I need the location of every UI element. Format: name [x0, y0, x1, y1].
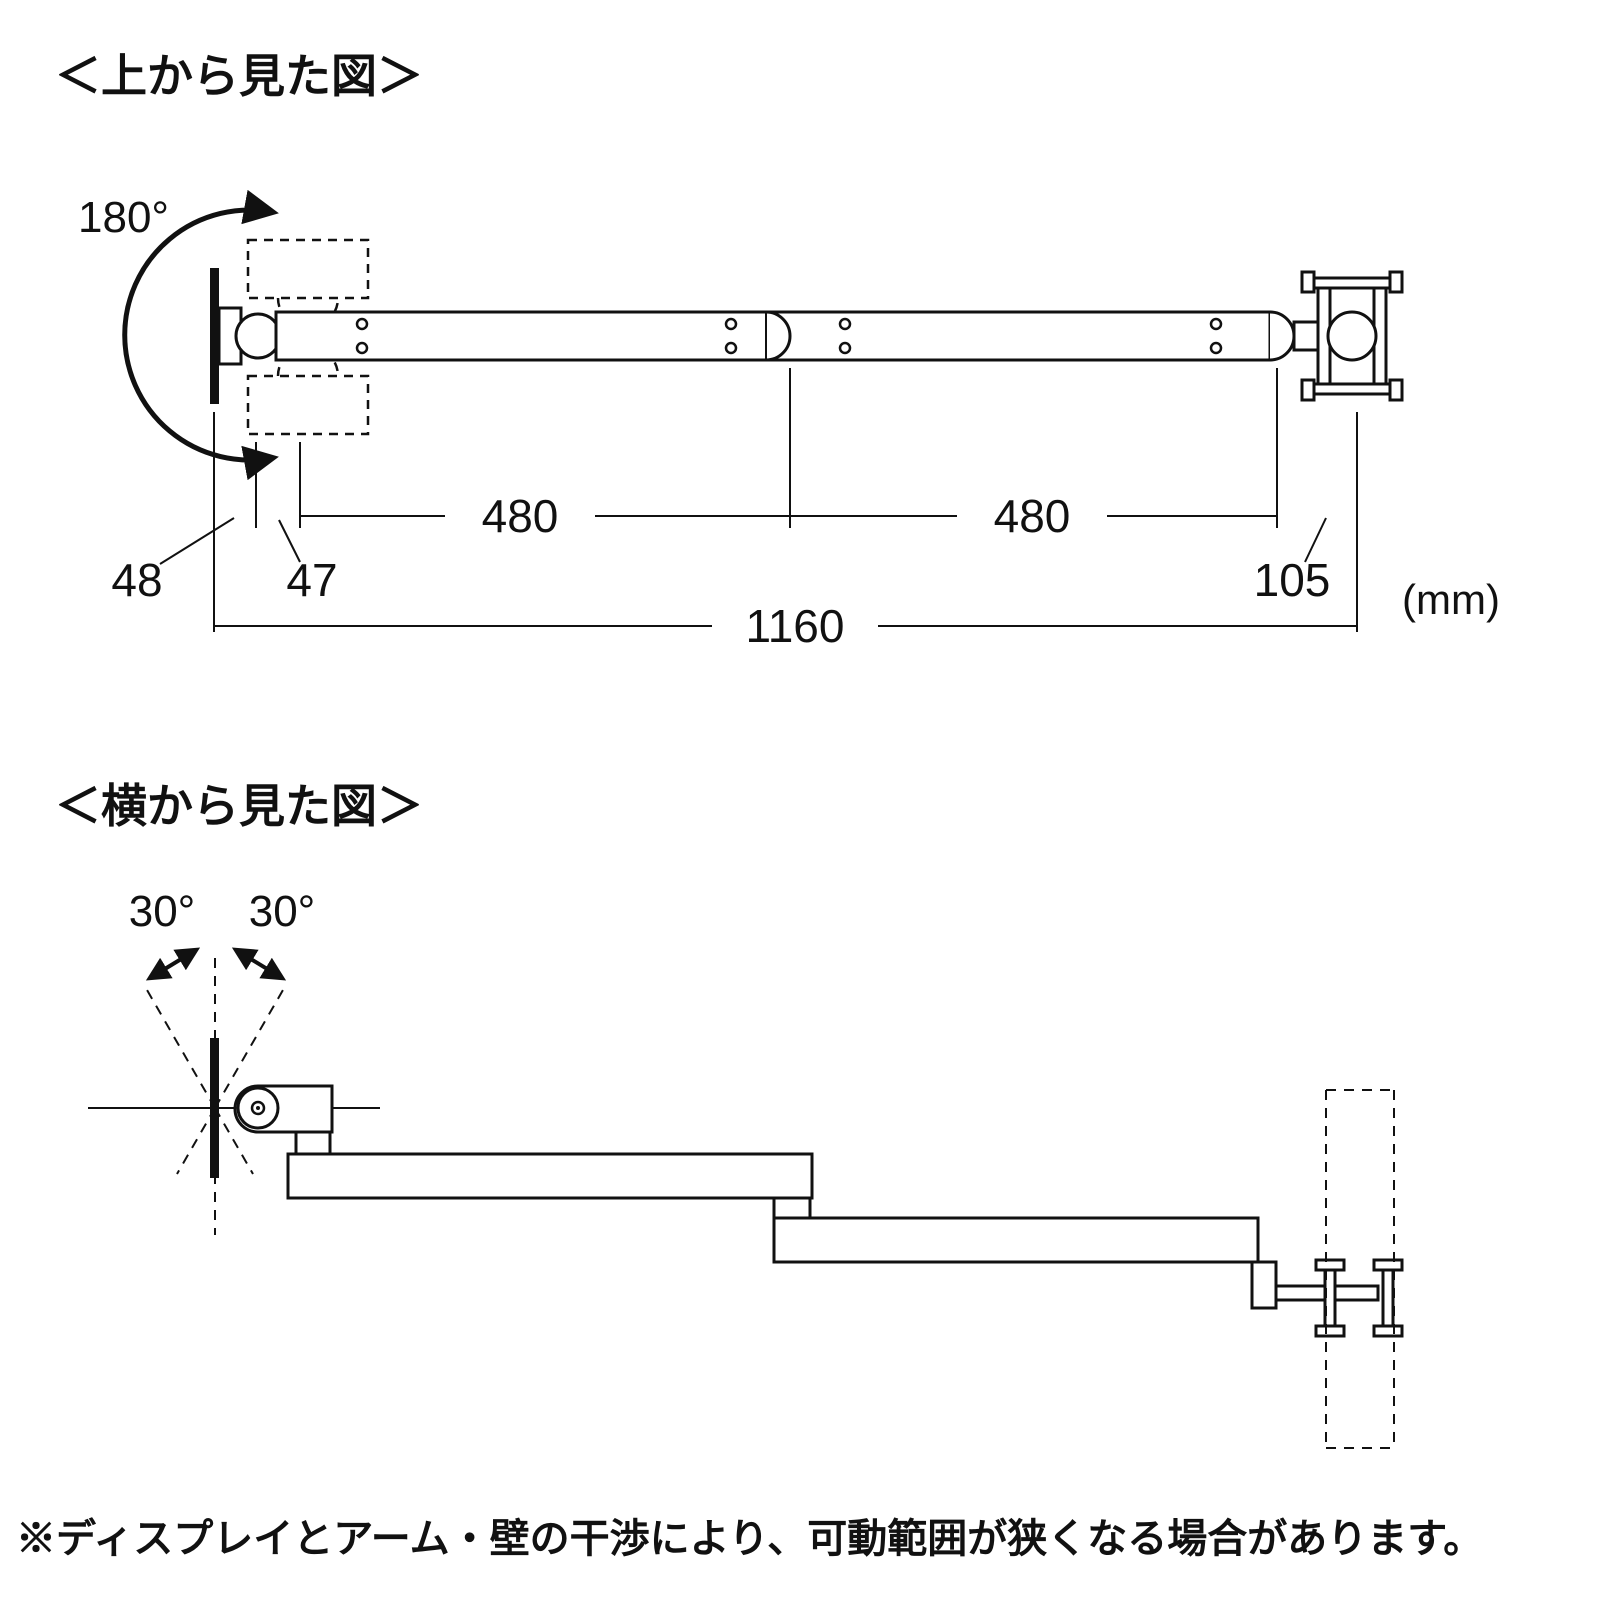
arm-step-connector	[772, 1196, 812, 1220]
screw-hole	[724, 341, 738, 355]
dim-480-right: 480	[994, 490, 1071, 542]
dim-480-left: 480	[482, 490, 559, 542]
vesa-plate	[210, 268, 219, 404]
screw-hole	[1209, 317, 1223, 331]
vesa-plate-side	[210, 1038, 219, 1178]
top-view-title: ＜上から見た図＞	[55, 50, 423, 102]
tilt-range-line	[214, 989, 284, 1109]
arm-step-connector	[294, 1130, 332, 1156]
pole-clamp-side-view	[1274, 1258, 1404, 1338]
screw-hole	[355, 341, 369, 355]
rotated-head-rect	[246, 238, 370, 300]
leader-line	[1304, 517, 1327, 563]
dim-105: 105	[1254, 554, 1331, 606]
clamp-bolt-flange	[1314, 1258, 1346, 1272]
clamp-knob	[1300, 270, 1316, 294]
tilt-range-line	[214, 1107, 254, 1175]
rotation-angle-label: 180°	[78, 193, 169, 242]
footnote-text: ※ディスプレイとアーム・壁の干渉により、可動範囲が狭くなる場合があります。	[16, 1516, 1483, 1561]
pole-clamp-top-view	[1292, 270, 1404, 402]
rotated-head-bump	[276, 344, 340, 377]
rotated-head-outline-bottom	[246, 344, 370, 436]
side-view-title: ＜横から見た図＞	[55, 780, 423, 832]
pole-dashed-outline	[1325, 1089, 1395, 1449]
dim-47: 47	[286, 554, 337, 606]
tilt-range-line	[176, 1107, 216, 1175]
clamp-bolt-stem	[1381, 1264, 1395, 1332]
clamp-knob	[1388, 270, 1404, 294]
leader-line	[278, 519, 301, 563]
unit-label: (mm)	[1402, 576, 1500, 623]
clamp-bolt-flange	[1372, 1324, 1404, 1338]
side-view-diagram: ＜横から見た図＞ 30° 30°	[55, 780, 1404, 1449]
pole-cross-section	[1326, 310, 1378, 362]
clamp-bolt-top	[1310, 276, 1394, 290]
dim-48: 48	[111, 554, 162, 606]
clamp-knob	[1300, 378, 1316, 402]
clamp-bolt-bottom	[1310, 382, 1394, 396]
dim-1160: 1160	[746, 600, 845, 652]
tilt-right-label: 30°	[249, 887, 316, 936]
tilt-range-line	[146, 989, 216, 1109]
rotation-arc-arrow-icon	[122, 189, 279, 481]
screw-hole	[838, 317, 852, 331]
mid-joint	[765, 310, 792, 362]
screw-hole	[1209, 341, 1223, 355]
rotated-head-bump	[276, 297, 340, 330]
arm-segment-lower	[772, 1216, 1260, 1264]
clamp-bolt-flange	[1372, 1258, 1404, 1272]
top-view-diagram: ＜上から見た図＞ 180°	[55, 50, 1500, 652]
clamp-knob	[1388, 378, 1404, 402]
tilt-arrow-right-icon	[231, 947, 287, 981]
screw-hole	[724, 317, 738, 331]
clamp-neck	[1292, 320, 1322, 352]
arm-end-cap	[1269, 310, 1296, 362]
tilt-left-label: 30°	[129, 887, 196, 936]
screw-hole	[838, 341, 852, 355]
head-joint	[234, 312, 282, 360]
tilt-arrow-left-icon	[145, 947, 201, 981]
clamp-drop-bracket	[1250, 1260, 1278, 1310]
screw-hole	[355, 317, 369, 331]
rotated-head-outline-top	[246, 238, 370, 330]
clamp-bolt-flange	[1314, 1324, 1346, 1338]
leader-line	[159, 517, 235, 565]
pivot-center-dot	[256, 1106, 260, 1110]
rotated-head-rect	[246, 374, 370, 436]
arm-segment-upper	[286, 1152, 814, 1200]
